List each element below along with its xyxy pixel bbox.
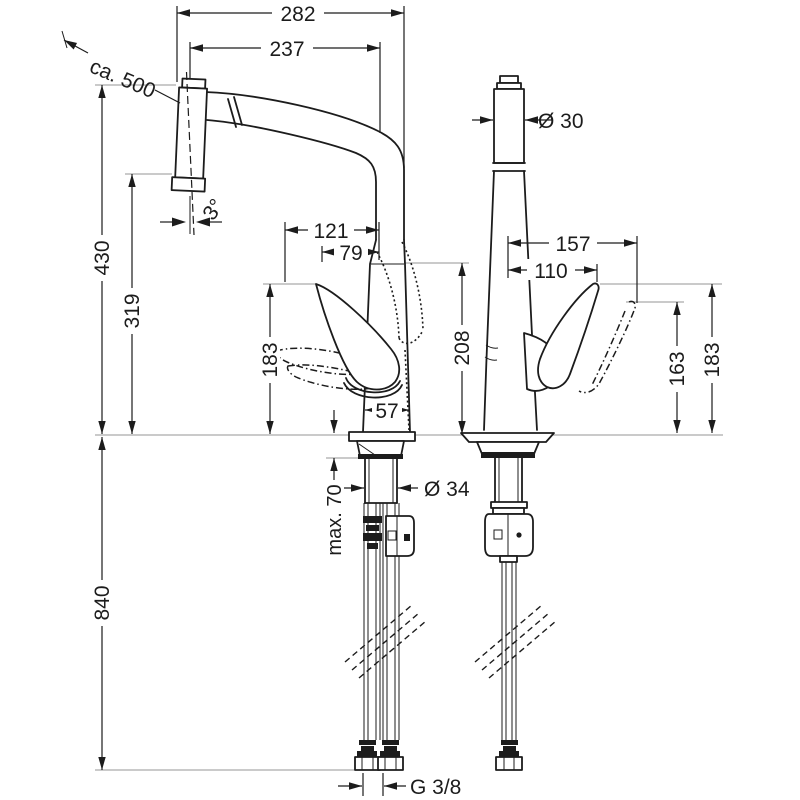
- dimension-annotations: 282 237 ca. 500 3° 43: [61, 2, 724, 799]
- dim-dia34: Ø 34: [344, 478, 470, 501]
- dim-57-label: 57: [375, 400, 398, 423]
- handle-front: [537, 282, 600, 390]
- hose-weight-block: [385, 515, 415, 557]
- dim-282-label: 282: [280, 3, 315, 26]
- handle-side: [315, 283, 401, 391]
- dim-110: 110: [508, 259, 598, 283]
- dim-237-label: 237: [269, 38, 304, 61]
- dim-282: 282: [176, 2, 405, 168]
- spray-head: [170, 77, 208, 193]
- dim-208: 208: [451, 263, 474, 434]
- base-flange: [460, 432, 555, 443]
- dim-dia34-label: Ø 34: [424, 478, 470, 501]
- dim-840: 840: [91, 437, 114, 770]
- dim-ca500-label: ca. 500: [86, 55, 158, 103]
- body-right-edge: [523, 170, 538, 431]
- dim-thread-g38: G 3/8: [338, 773, 461, 799]
- connector-block-right: [484, 513, 534, 557]
- dim-79: 79: [321, 242, 379, 265]
- base-plate: [348, 431, 416, 442]
- dim-57: 57: [365, 400, 409, 423]
- spout-column-front: [493, 88, 525, 164]
- dim-183-left-label: 183: [259, 342, 282, 377]
- hose-connectors-left: [354, 740, 404, 771]
- hose-connector-right: [495, 740, 523, 771]
- dim-183-left: 183: [259, 284, 282, 434]
- dim-840-label: 840: [91, 585, 114, 620]
- spray-head-centerline: [185, 71, 195, 236]
- spout-inner-edge: [206, 119, 377, 241]
- mounting-shaft-right: [490, 457, 528, 515]
- dim-thread-label: G 3/8: [410, 776, 461, 799]
- mounting-shaft-left: [364, 458, 398, 504]
- handle-dashed-front: [578, 300, 636, 394]
- dim-121-label: 121: [313, 220, 348, 243]
- dim-208-label: 208: [451, 330, 474, 365]
- dim-dia30-label: Ø 30: [538, 110, 584, 133]
- spout-outer-edge: [204, 91, 405, 241]
- dim-110-label: 110: [534, 260, 567, 283]
- dim-max70: max. 70: [324, 410, 346, 556]
- supply-hose-right: [501, 562, 517, 740]
- side-view: [170, 71, 427, 771]
- dim-121: 121: [284, 219, 380, 282]
- dim-dia30: Ø 30: [472, 110, 584, 133]
- break-lines-right: [474, 604, 557, 679]
- body-left-edge: [483, 170, 495, 431]
- dim-max70-label: max. 70: [324, 484, 346, 555]
- dim-ca500: ca. 500: [61, 30, 181, 104]
- front-view: [460, 75, 636, 771]
- dim-79-label: 79: [339, 242, 362, 265]
- break-lines-left: [344, 604, 427, 679]
- dim-430-label: 430: [91, 240, 114, 275]
- dim-angle-3deg: 3°: [160, 195, 229, 227]
- dim-163-label: 163: [666, 351, 689, 386]
- dim-319: 319: [121, 174, 144, 434]
- dim-157-label: 157: [555, 233, 590, 256]
- dim-430: 430: [91, 85, 114, 434]
- dim-183-right: 183: [701, 284, 724, 433]
- dim-183-right-label: 183: [701, 342, 724, 377]
- dim-237: 237: [189, 37, 381, 133]
- dim-163: 163: [666, 302, 689, 433]
- dim-319-label: 319: [121, 293, 144, 328]
- dim-157: 157: [507, 232, 638, 303]
